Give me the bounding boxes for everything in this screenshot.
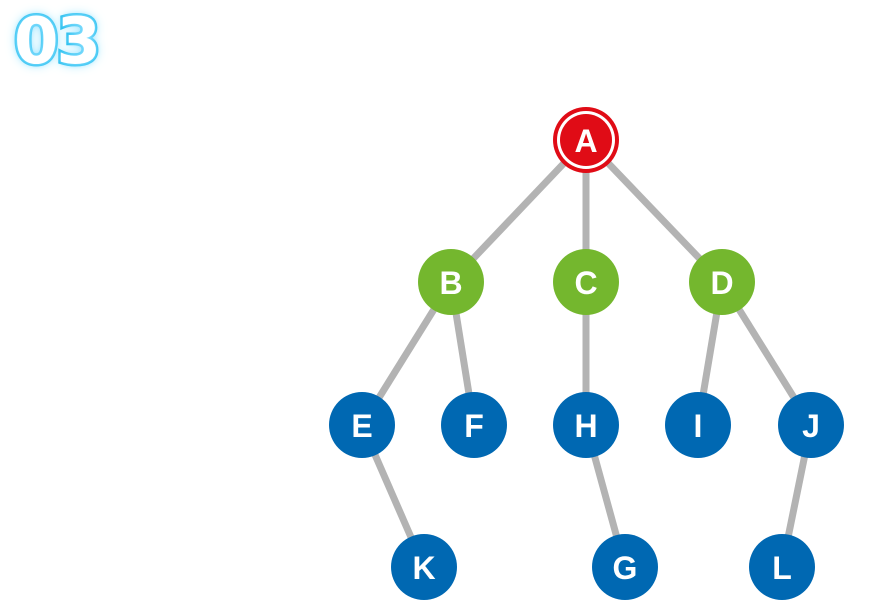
node-f: F [441, 392, 507, 458]
node-e-label: E [351, 408, 372, 444]
node-a: A [553, 107, 619, 173]
node-h-circle [553, 392, 619, 458]
tree-edges [358, 137, 815, 569]
node-c-circle [553, 249, 619, 315]
node-k-label: K [412, 550, 435, 586]
node-e-circle [329, 392, 395, 458]
node-a-circle [560, 114, 612, 166]
node-i: I [665, 392, 731, 458]
node-h-label: H [574, 408, 597, 444]
step-number: 03 [11, 3, 103, 82]
node-e: E [329, 392, 395, 458]
node-l: L [749, 534, 815, 600]
node-c: C [553, 249, 619, 315]
node-d-circle [689, 249, 755, 315]
tree-nodes: A B C D E F H I J K G L [329, 107, 844, 600]
node-g: G [592, 534, 658, 600]
node-i-circle [665, 392, 731, 458]
node-j-circle [778, 392, 844, 458]
node-h: H [553, 392, 619, 458]
node-i-label: I [694, 408, 703, 444]
node-f-label: F [464, 408, 484, 444]
node-c-label: C [574, 265, 597, 301]
node-g-label: G [613, 550, 638, 586]
node-b-label: B [439, 265, 462, 301]
node-g-circle [592, 534, 658, 600]
node-j-label: J [802, 408, 820, 444]
node-l-circle [749, 534, 815, 600]
node-d: D [689, 249, 755, 315]
node-b-circle [418, 249, 484, 315]
node-k-circle [391, 534, 457, 600]
node-f-circle [441, 392, 507, 458]
node-d-label: D [710, 265, 733, 301]
node-a-label: A [574, 123, 597, 159]
node-k: K [391, 534, 457, 600]
node-l-label: L [772, 550, 792, 586]
node-j: J [778, 392, 844, 458]
node-b: B [418, 249, 484, 315]
